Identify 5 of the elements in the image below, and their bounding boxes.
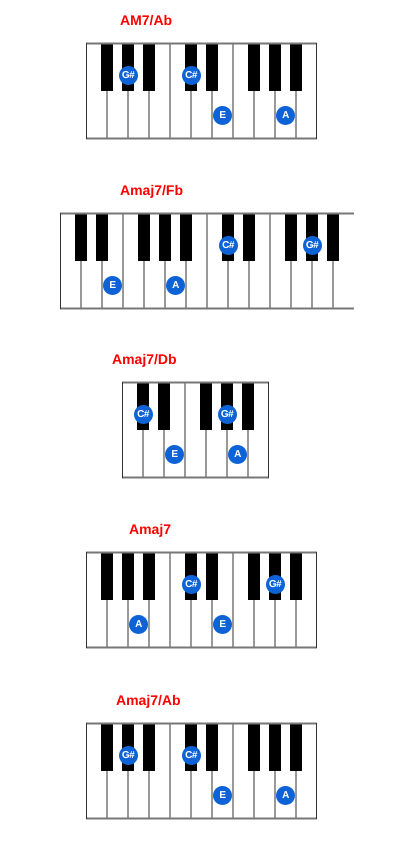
chord-title: AM7/Ab [120,11,172,30]
chord-title: Amaj7/Db [112,350,177,369]
chord-title: Amaj7 [129,520,172,539]
chord-title: Amaj7/Ab [116,691,181,710]
chord-title: Amaj7/Fb [120,181,184,200]
